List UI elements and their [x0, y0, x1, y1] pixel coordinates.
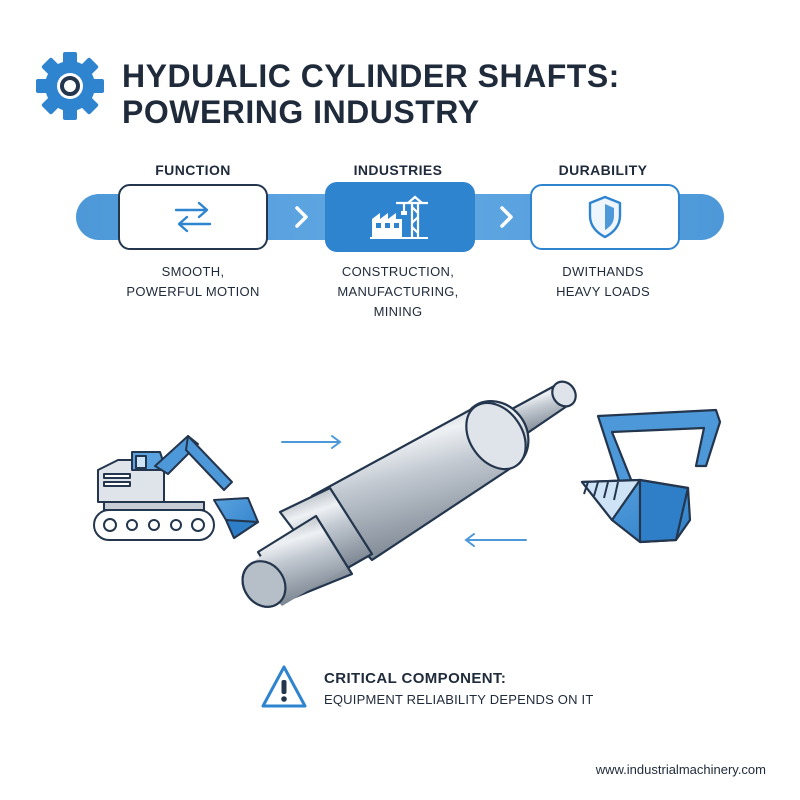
- title-line-1: HYDUALIC CYLINDER SHAFTS:: [122, 58, 620, 94]
- motion-arrow-right: [281, 435, 342, 449]
- step-desc-function: SMOOTH, POWERFUL MOTION: [126, 264, 260, 299]
- chevron-right-icon: [500, 206, 513, 228]
- hydraulic-shaft-icon: [241, 380, 577, 608]
- card-function: [118, 184, 268, 250]
- footer-url[interactable]: www.industrialmachinery.com: [595, 762, 766, 777]
- excavator-icon: [93, 435, 259, 541]
- step-label-function: FUNCTION: [155, 162, 231, 178]
- card-durability: [530, 184, 680, 250]
- card-industries: [325, 182, 475, 252]
- chevron-right-icon: [295, 206, 308, 228]
- gear-icon: [36, 52, 104, 120]
- critical-callout: CRITICAL COMPONENT: EQUIPMENT RELIABILIT…: [260, 664, 680, 724]
- callout-title: CRITICAL COMPONENT:: [324, 670, 507, 687]
- step-label-industries: INDUSTRIES: [353, 162, 443, 178]
- process-flow: FUNCTION INDUSTRIES DURABILITY: [0, 150, 800, 320]
- step-label-durability: DURABILITY: [558, 162, 648, 178]
- page-title: HYDUALIC CYLINDER SHAFTS: POWERING INDUS…: [122, 58, 620, 130]
- warning-icon: [261, 665, 307, 708]
- shield-icon: [588, 195, 622, 239]
- step-desc-durability: DWITHANDS HEAVY LOADS: [556, 264, 650, 299]
- swap-arrows-icon: [174, 201, 212, 233]
- title-line-2: POWERING INDUSTRY: [122, 94, 480, 130]
- factory-crane-icon: [370, 195, 428, 239]
- header: HYDUALIC CYLINDER SHAFTS: POWERING INDUS…: [34, 50, 774, 130]
- motion-arrow-left: [464, 533, 527, 547]
- callout-text: EQUIPMENT RELIABILITY DEPENDS ON IT: [324, 692, 594, 707]
- step-desc-industries: CONSTRUCTION, MANUFACTURING, MINING: [337, 264, 459, 319]
- equipment-illustration: [93, 380, 722, 608]
- excavator-bucket-icon: [580, 408, 722, 544]
